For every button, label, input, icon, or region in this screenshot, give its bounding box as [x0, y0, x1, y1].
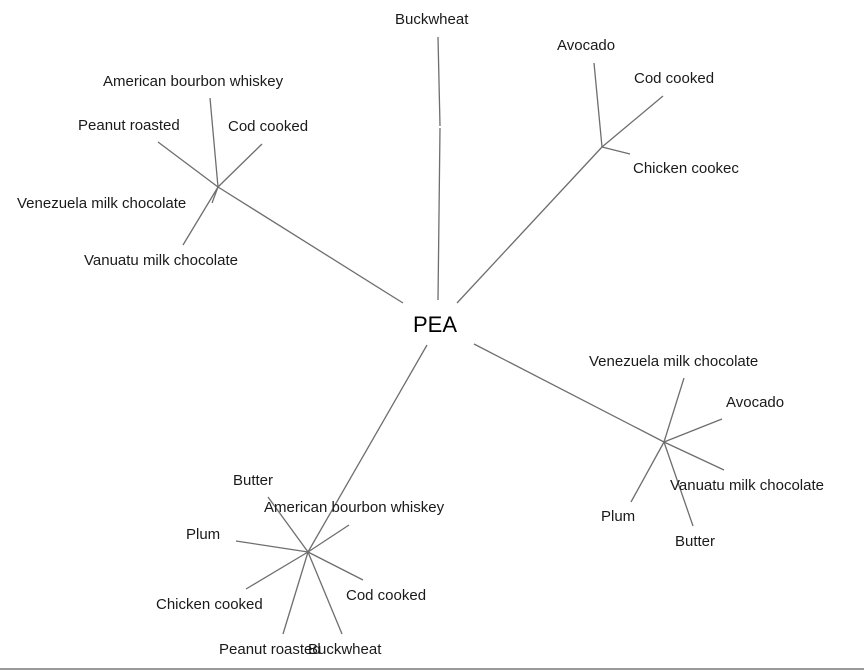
leaf-label: Plum	[186, 526, 221, 543]
edge-lr-plum	[630, 441, 665, 503]
edge-ll-chicken	[245, 551, 309, 590]
edge-root-upper-right	[456, 146, 603, 304]
leaf-label: Chicken cooked	[156, 596, 263, 613]
leaf-label: Venezuela milk chocolate	[17, 195, 187, 212]
leaf-label: Peanut roasted	[78, 117, 180, 134]
leaf-label: Avocado	[726, 394, 785, 411]
edge-root-lower-right	[473, 343, 665, 443]
leaf-label: Buckwheat	[308, 641, 382, 658]
edge-ll-buckwheat	[307, 551, 343, 635]
leaf-label: American bourbon whiskey	[103, 73, 284, 90]
leaf-label: Buckwheat	[395, 11, 469, 28]
leaf-label: Chicken cookec	[633, 160, 739, 177]
leaf-label: Peanut roasted	[219, 641, 321, 658]
edge-top-buckwheat	[437, 36, 441, 127]
root-node-label: PEA	[413, 312, 458, 337]
edge-ll-plum	[235, 540, 309, 553]
leaf-label: Vanuatu milk chocolate	[84, 252, 238, 269]
leaf-label: Venezuela milk chocolate	[589, 353, 759, 370]
edge-lr-venezuela	[663, 377, 685, 443]
edge-root-top	[437, 127, 441, 301]
leaf-label: Vanuatu milk chocolate	[670, 477, 824, 494]
leaf-label: Cod cooked	[346, 587, 427, 604]
edge-ul-vanuatu	[182, 186, 219, 246]
edge-ur-avocado	[593, 62, 603, 148]
leaf-label: Butter	[675, 533, 716, 550]
edge-root-lower-left	[307, 344, 428, 553]
edge-ul-peanut-roasted	[157, 141, 219, 188]
leaf-label: Avocado	[557, 37, 616, 54]
edge-lr-vanuatu	[663, 441, 725, 471]
bottom-border	[0, 668, 864, 670]
edge-lr-butter	[663, 441, 694, 527]
edge-ll-american-bourbon	[307, 524, 350, 553]
leaf-label: Cod cooked	[634, 70, 715, 87]
edge-ll-peanut-roasted	[282, 551, 309, 635]
leaf-label: American bourbon whiskey	[264, 499, 445, 516]
edge-ur-chicken	[601, 146, 631, 155]
edge-ul-cod-cooked	[217, 143, 263, 188]
leaf-label: Butter	[233, 472, 274, 489]
edge-root-upper-left	[217, 186, 404, 304]
edge-ll-cod-cooked	[307, 551, 364, 581]
edge-ll-butter	[267, 496, 309, 553]
leaf-label: Cod cooked	[228, 118, 309, 135]
edge-lr-avocado	[663, 418, 723, 443]
leaf-label: Plum	[601, 508, 636, 525]
edge-ur-cod-cooked	[601, 95, 664, 148]
edge-ul-american-bourbon	[209, 97, 219, 188]
